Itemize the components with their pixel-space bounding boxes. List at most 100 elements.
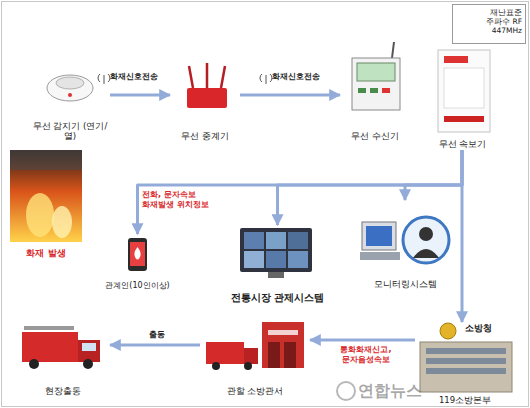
repeater-antenna <box>189 63 225 88</box>
truck-wheel <box>29 359 39 369</box>
node-label: 화재 발생 <box>9 248 83 259</box>
smoke <box>10 150 82 170</box>
emblem <box>440 323 456 339</box>
dispatch-truck: 현장출동 <box>15 315 110 397</box>
receiver-body <box>352 58 400 110</box>
phone-body <box>128 238 147 271</box>
edge-label: 출동 <box>132 330 182 340</box>
connector-arrow <box>278 150 463 225</box>
alarm-unit-stripe <box>444 116 484 122</box>
detector-body <box>47 75 93 101</box>
fire-headquarters: 소방청119소방본부 <box>415 322 515 406</box>
edge-label: 통화화재신고, 문자음성속보 <box>318 345 414 364</box>
node-label: 전통시장 관제시스템 <box>221 292 334 304</box>
hq-windows <box>426 348 506 354</box>
connector-arrow <box>110 94 170 97</box>
monitor-pane <box>266 232 286 249</box>
receiver-button <box>358 88 366 93</box>
hq-windows <box>426 368 506 374</box>
edge-label: 화재신호전송 <box>272 72 338 82</box>
monitor-stand <box>268 272 284 278</box>
watermark: 연합뉴스 <box>358 381 422 402</box>
wireless-detector: 무선 감지기 (연기/열) <box>30 60 110 142</box>
receiver-antenna <box>392 42 394 58</box>
connector-arrow <box>310 339 415 342</box>
flame <box>26 193 54 237</box>
edge-label: 전화, 문자속보 화재발생 위치정보 <box>142 190 222 209</box>
operator-badge <box>403 217 449 263</box>
alarm-unit-panel <box>444 68 484 108</box>
receiver-button <box>382 88 390 93</box>
truck-wheel <box>83 359 93 369</box>
node-label: 소방청 <box>403 323 527 333</box>
receiver-screen <box>357 63 395 81</box>
repeater-body <box>187 88 227 108</box>
fire-photo <box>10 150 82 242</box>
truck-body <box>22 332 78 362</box>
truck-ladder <box>24 326 74 330</box>
receiver-button <box>370 88 378 93</box>
computer-monitor <box>362 222 396 250</box>
frequency-badge: 재난표준 주파수 RF 447MHz <box>452 4 526 44</box>
computer-base <box>360 252 400 260</box>
connector-arrow <box>461 150 464 322</box>
detector-led <box>68 93 72 97</box>
truck-cab <box>244 348 258 364</box>
node-label: 관할 소방관서 <box>201 386 309 396</box>
antenna-icon <box>260 74 272 84</box>
node-label: 관계인(10인이상) <box>101 281 174 291</box>
node-label: 무선 중계기 <box>171 131 239 141</box>
edge-label: 화재신호전송 <box>110 72 172 82</box>
monitor-pane <box>288 251 308 268</box>
connector-arrow <box>240 94 340 97</box>
alarm-unit-body <box>438 50 490 132</box>
monitor-frame <box>240 228 312 272</box>
phone-screen <box>130 242 145 266</box>
node-label: 무선 속보기 <box>426 139 499 149</box>
fire-scene: 화재 발생 <box>8 148 84 260</box>
wireless-receiver: 무선 수신기 <box>340 40 410 142</box>
node-label: 현장출동 <box>16 386 109 396</box>
hq-windows <box>426 358 506 364</box>
monitor-pane <box>288 232 308 249</box>
monitor-pane <box>244 251 264 268</box>
phone-recipient: 관계인(10인이상) <box>100 234 175 292</box>
market-control-system: 전통시장 관제시스템 <box>220 225 335 305</box>
watermark-logo <box>337 382 355 400</box>
flame <box>52 206 72 238</box>
station-sign <box>268 330 298 335</box>
wireless-repeater: 무선 중계기 <box>170 60 240 142</box>
node-label: 모니터링시스템 <box>356 279 454 289</box>
truck-window <box>82 343 96 351</box>
station-building <box>262 322 304 368</box>
monitor-pane <box>244 232 264 249</box>
monitoring-system: 모니터링시스템 <box>355 200 455 290</box>
truck-cab <box>78 340 100 362</box>
detector-dome <box>56 77 84 89</box>
local-fire-station: 관할 소방관서 <box>200 315 310 397</box>
station-door <box>268 342 280 368</box>
phone-flame-icon <box>134 247 140 260</box>
alarm-unit-logo <box>444 56 468 63</box>
connector-arrow <box>405 150 462 200</box>
connector-arrow <box>138 150 463 234</box>
truck-body <box>206 342 244 364</box>
antenna-icon <box>98 74 110 84</box>
operator-body <box>413 249 439 258</box>
computer-screen <box>366 226 392 246</box>
hq-building <box>420 342 512 392</box>
station-door <box>284 342 296 368</box>
monitor-pane <box>266 251 286 268</box>
node-label: 119소방본부 <box>416 395 514 405</box>
connector-arrow <box>110 344 200 347</box>
operator-head <box>419 227 433 241</box>
node-label: 재난표준 주파수 RF 447MHz <box>465 8 522 35</box>
truck-wheel <box>244 362 252 370</box>
wireless-alarm-unit: 무선 속보기 <box>425 46 500 150</box>
node-label: 무선 수신기 <box>341 131 409 141</box>
truck-wheel <box>212 362 220 370</box>
